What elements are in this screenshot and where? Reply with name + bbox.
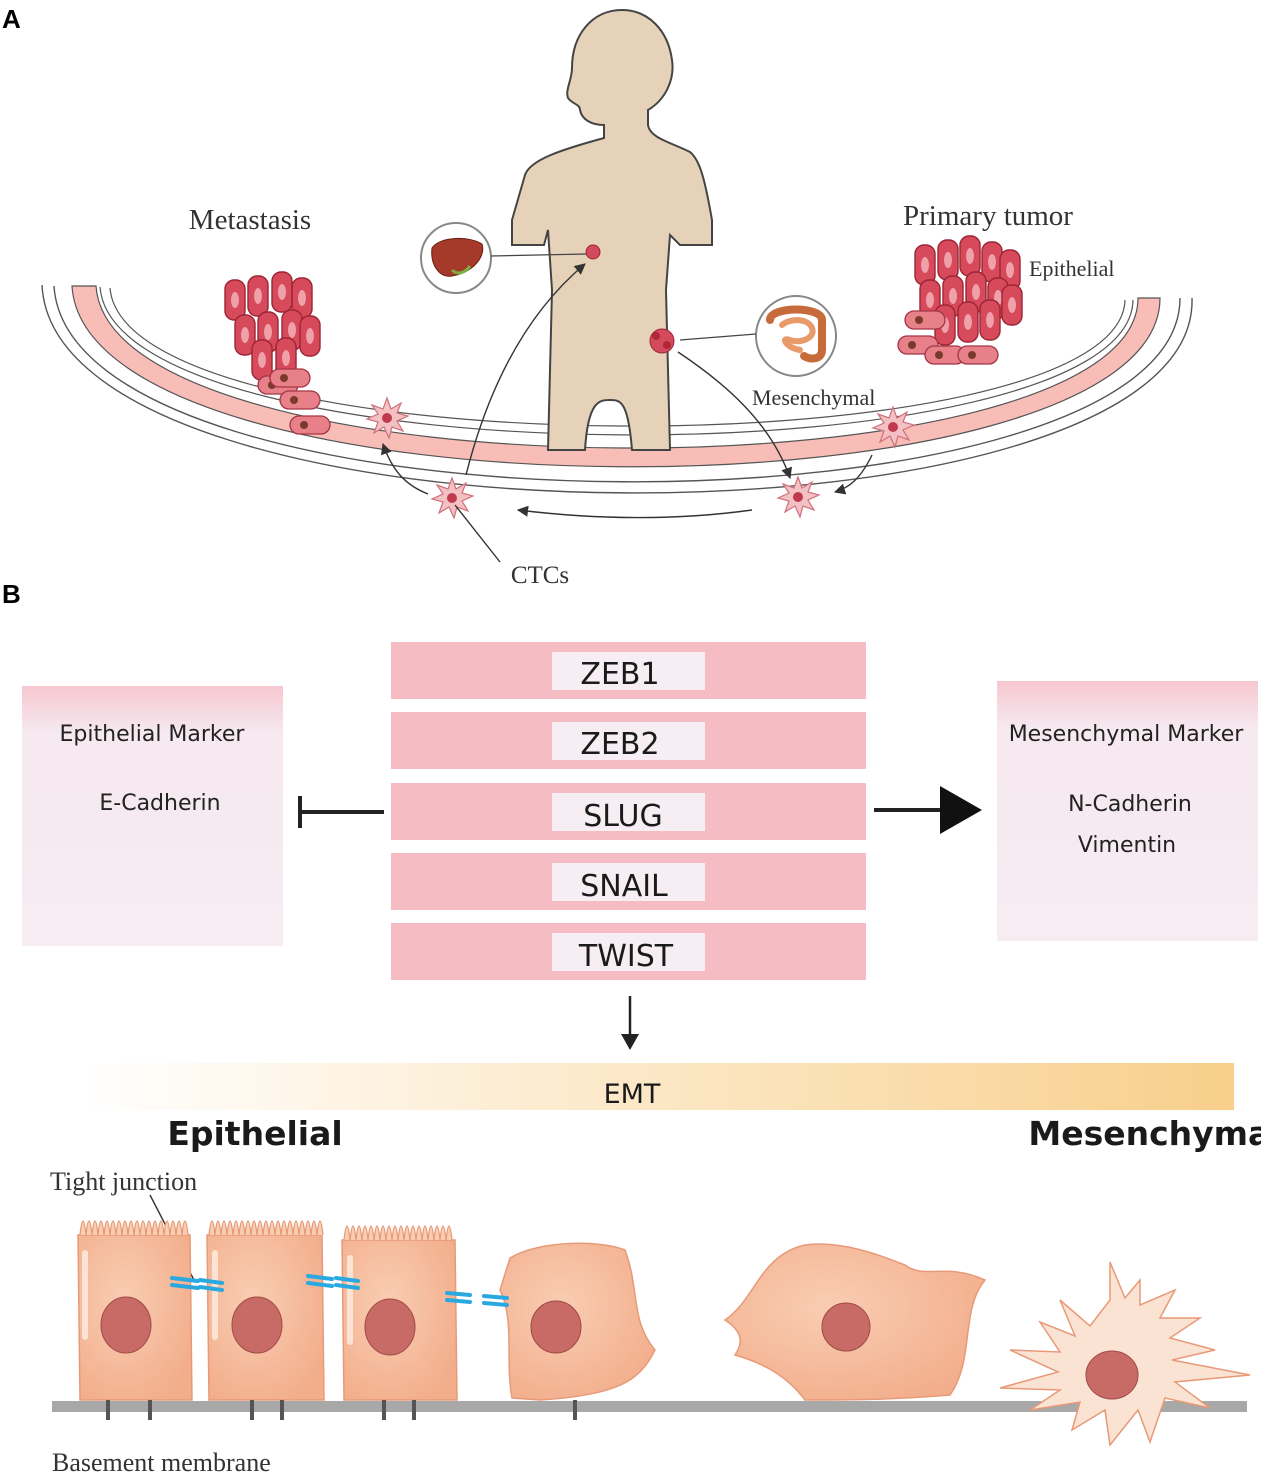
activation-arrow (874, 786, 982, 834)
blood-vessel (40, 284, 1194, 495)
panel-a-letter: A (2, 4, 21, 34)
tf-label-zeb2: ZEB2 (580, 727, 659, 762)
primary-tumor-label: Primary tumor (903, 200, 1073, 232)
emt-label: EMT (604, 1079, 661, 1110)
human-body-icon (511, 8, 713, 451)
epithelial-marker-box: Epithelial Marker E-Cadherin (22, 686, 283, 946)
ctcs-label: CTCs (511, 562, 569, 589)
mesenchymal-marker-item: Vimentin (1078, 833, 1176, 858)
epithelial-label: Epithelial (1029, 256, 1115, 281)
mesenchymal-marker-item: N-Cadherin (1068, 792, 1192, 817)
intestine-callout (649, 295, 837, 377)
mesenchymal-cell (999, 1261, 1251, 1447)
tf-label-slug: SLUG (583, 799, 662, 834)
tight-junctions (170, 1274, 509, 1307)
mesenchymal-like-cell (723, 1243, 987, 1401)
epithelial-marker-title: Epithelial Marker (60, 722, 246, 747)
tight-junction-label: Tight junction (50, 1167, 197, 1196)
down-arrow (621, 996, 639, 1050)
panel-b-letter: B (2, 579, 21, 609)
migration-arrows (381, 263, 873, 563)
inhibition-arrow (298, 796, 384, 828)
epithelial-cell (206, 1220, 325, 1420)
liver-callout (420, 222, 601, 294)
tf-label-zeb1: ZEB1 (580, 657, 659, 692)
mesenchymal-end-label: Mesenchymal (1028, 1114, 1261, 1153)
epithelial-cell (341, 1225, 458, 1420)
primary-tumor-cluster (897, 235, 1023, 365)
epithelial-cells (77, 1220, 1251, 1447)
epithelial-end-label: Epithelial (167, 1114, 342, 1153)
mesenchymal-marker-title: Mesenchymal Marker (1009, 722, 1245, 747)
tf-label-twist: TWIST (578, 939, 674, 974)
mesenchymal-marker-box: Mesenchymal Marker N-Cadherin Vimentin (997, 681, 1258, 941)
emt-gradient-bar: EMT (80, 1063, 1234, 1110)
metastasis-label: Metastasis (189, 204, 311, 236)
transcription-factor-stack: ZEB1 ZEB2 SLUG SNAIL TWIST (391, 642, 866, 980)
basement-membrane (52, 1401, 1247, 1412)
basement-membrane-label: Basement membrane (52, 1448, 271, 1476)
mesenchymal-label: Mesenchymal (752, 385, 875, 410)
epithelial-marker-item: E-Cadherin (99, 791, 220, 816)
intestine-icon (766, 305, 826, 363)
tf-label-snail: SNAIL (580, 869, 668, 904)
transitioning-cell (499, 1242, 656, 1420)
epithelial-cell (77, 1220, 193, 1420)
